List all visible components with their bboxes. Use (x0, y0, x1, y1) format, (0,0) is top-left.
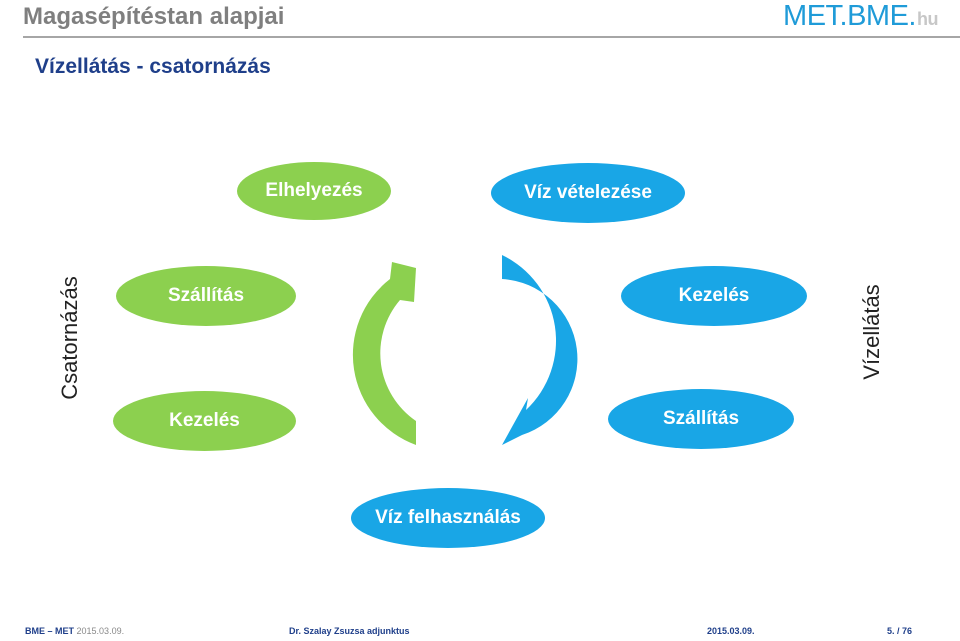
footer-author: Dr. Szalay Zsuzsa adjunktus (289, 626, 410, 636)
footer-org-text: BME – MET (25, 626, 75, 636)
node-right-szallitas: Szállítás (608, 389, 794, 449)
footer-date-right: 2015.03.09. (707, 626, 755, 636)
node-elhelyezes: Elhelyezés (237, 162, 391, 220)
footer-org: BME – MET 2015.03.09. (25, 626, 124, 636)
node-viz-vetelezese: Víz vételezése (491, 163, 685, 223)
footer-date-left: 2015.03.09. (76, 626, 125, 636)
logo-main: MET.BME. (783, 0, 916, 32)
header-title: Magasépítéstan alapjai (23, 3, 285, 30)
label-vizellatas: Vízellátás (859, 284, 884, 380)
logo-suffix: hu (917, 9, 939, 29)
met-bme-logo: MET.BME.hu (783, 0, 938, 33)
blue-curved-arrow (502, 255, 578, 445)
node-left-kezeles: Kezelés (113, 391, 296, 451)
label-csatornazas: Csatornázás (57, 276, 82, 400)
node-left-szallitas: Szállítás (116, 266, 296, 326)
header-divider (23, 36, 960, 38)
footer-page: 5. / 76 (887, 626, 912, 636)
node-right-kezeles: Kezelés (621, 266, 807, 326)
node-viz-felhasznalas: Víz felhasználás (351, 488, 545, 548)
footer-page-total: / 76 (897, 626, 913, 636)
footer-page-number: 5. (887, 626, 895, 636)
slide-title: Vízellátás - csatornázás (35, 55, 271, 78)
green-curved-arrow (352, 262, 416, 445)
